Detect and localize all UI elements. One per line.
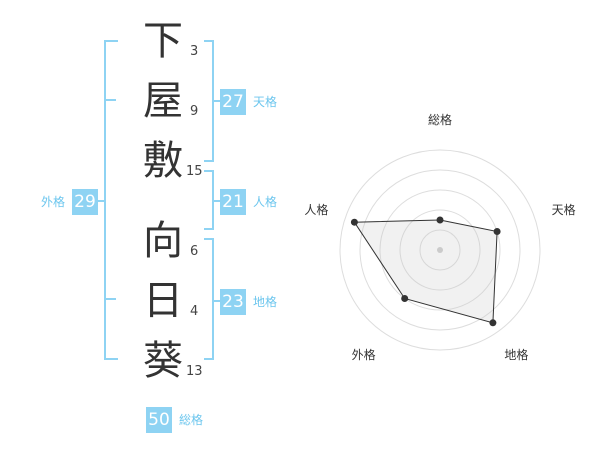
chikaku-connector (212, 300, 220, 302)
jinkaku-connector (212, 200, 220, 202)
name-char-5: 日 (143, 278, 183, 324)
tenkaku-badge: 27 (220, 89, 246, 115)
radar-point-3 (489, 319, 497, 327)
soukaku-label: 総格 (179, 413, 204, 427)
name-char-1: 下 (143, 18, 183, 64)
radar-series-polygon (353, 219, 498, 324)
stroke-count-1: 3 (190, 44, 199, 59)
jinkaku-badge: 21 (220, 189, 246, 215)
radar-point-4 (401, 295, 409, 302)
radar-ring-5 (339, 149, 541, 351)
tenkaku-label: 天格 (253, 95, 278, 109)
gaikaku-badge: 29 (72, 189, 98, 215)
jinkaku-label: 人格 (253, 195, 278, 209)
soukaku-badge: 50 (146, 407, 172, 433)
name-char-4: 向 (143, 218, 183, 264)
chikaku-label: 地格 (253, 295, 278, 309)
gaikaku-bracket-tick-top (104, 99, 116, 101)
stroke-count-5: 4 (190, 304, 199, 319)
radar-ring-4 (359, 169, 521, 331)
radar-ring-2 (399, 209, 481, 291)
radar-ring-3 (379, 189, 501, 311)
stroke-count-2: 9 (190, 104, 199, 119)
radar-point-1 (436, 216, 444, 224)
name-char-6: 葵 (143, 338, 183, 384)
radar-axis-label-5: 人格 (304, 202, 328, 217)
chikaku-badge: 23 (220, 289, 246, 315)
radar-axis-label-3: 地格 (504, 347, 528, 362)
gaikaku-bracket-tick-bottom (104, 298, 116, 300)
chikaku-bracket (204, 238, 214, 360)
stroke-count-6: 13 (186, 364, 203, 379)
gaikaku-bracket (104, 40, 118, 360)
radar-point-5 (350, 218, 358, 226)
radar-axis-label-1: 総格 (428, 112, 452, 127)
stroke-count-3: 15 (186, 164, 203, 179)
radar-axis-label-4: 外格 (352, 347, 376, 362)
name-char-3: 敷 (143, 138, 183, 184)
stroke-count-4: 6 (190, 244, 199, 259)
gaikaku-connector (98, 200, 106, 202)
radar-center-dot (437, 247, 443, 253)
tenkaku-connector (212, 100, 220, 102)
name-char-2: 屋 (143, 78, 183, 124)
radar-axis-label-2: 天格 (552, 202, 576, 217)
radar-ring-1 (419, 229, 461, 271)
radar-point-2 (493, 228, 501, 235)
gaikaku-label: 外格 (41, 195, 66, 209)
